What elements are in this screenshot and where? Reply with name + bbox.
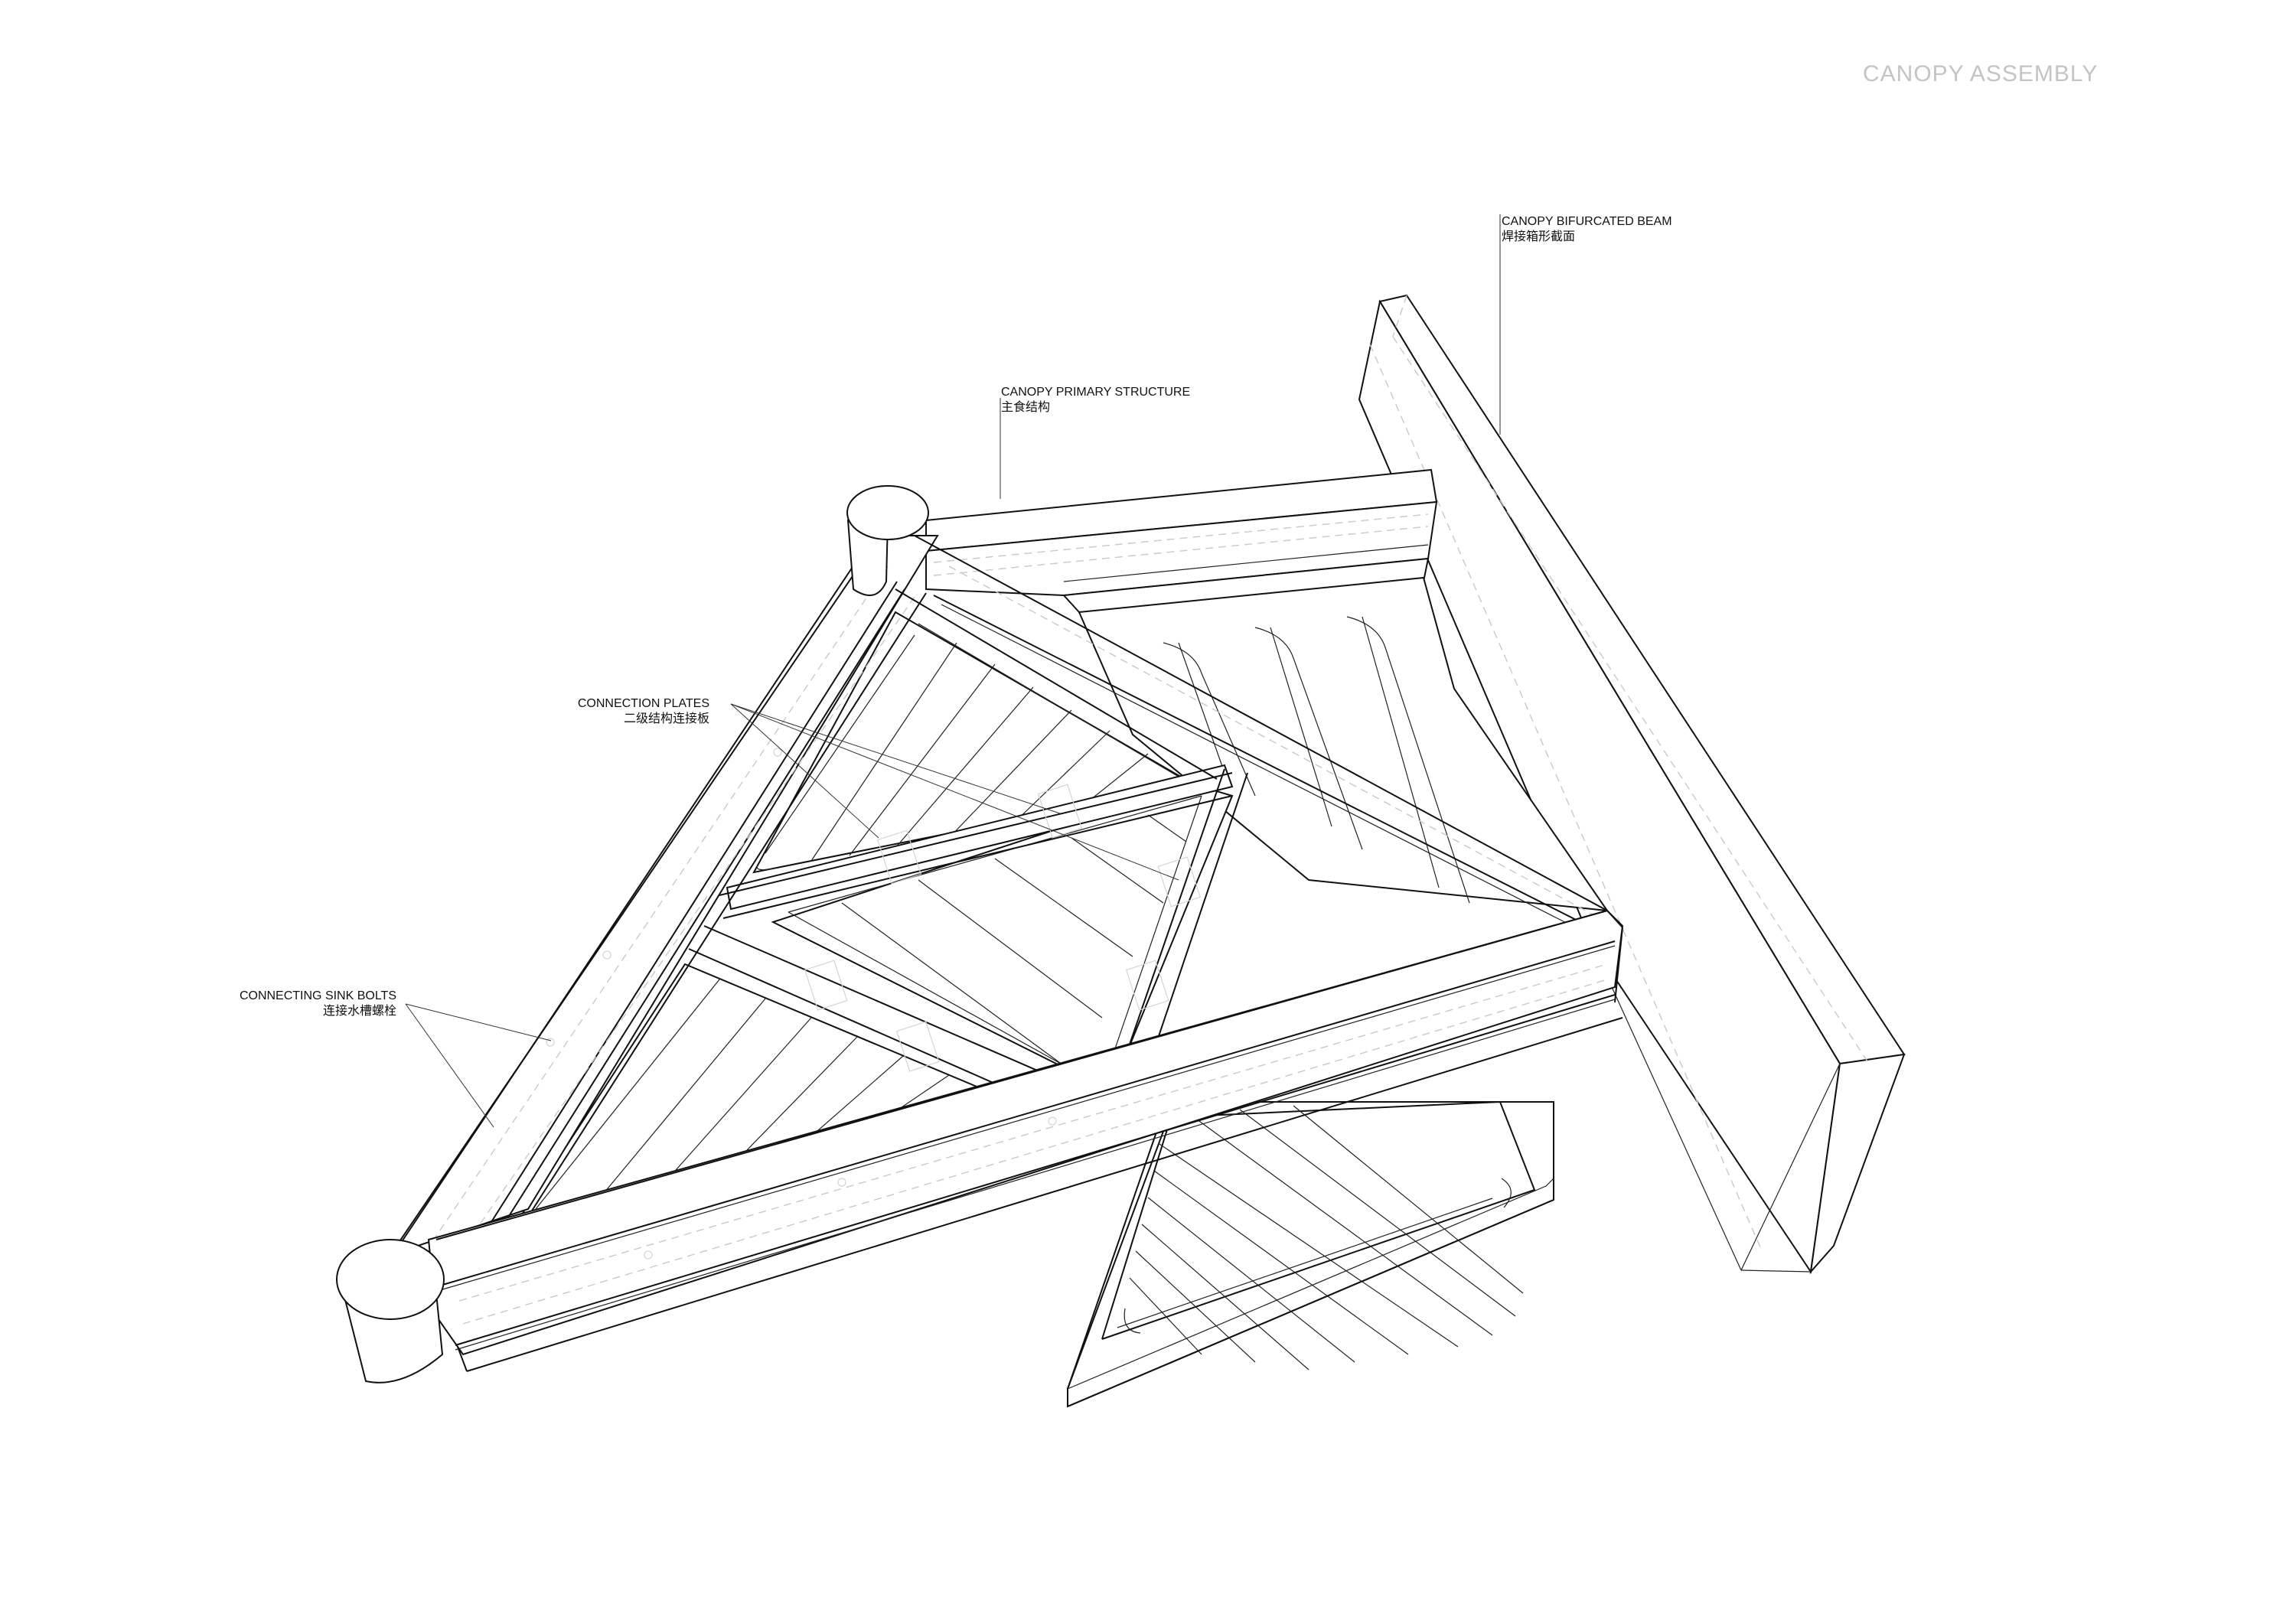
lower-triangle-frame bbox=[1067, 1100, 1554, 1408]
label-connection-plates-cn: 二级结构连接板 bbox=[623, 712, 709, 725]
primary-bottom-member bbox=[427, 909, 1624, 1372]
sheet-title: CANOPY ASSEMBLY bbox=[1863, 61, 2099, 86]
label-bifurcated-beam-cn: 焊接箱形截面 bbox=[1502, 230, 1576, 243]
label-primary-structure-en: CANOPY PRIMARY STRUCTURE bbox=[1001, 386, 1191, 399]
bifurcated-beam bbox=[1358, 294, 1906, 1275]
label-primary-structure-cn: 主食结构 bbox=[1001, 401, 1051, 414]
label-bifurcated-beam: CANOPY BIFURCATED BEAM 焊接箱形截面 bbox=[1502, 214, 1672, 245]
label-primary-structure: CANOPY PRIMARY STRUCTURE 主食结构 bbox=[1001, 385, 1190, 416]
label-sink-bolts: CONNECTING SINK BOLTS 连接水槽螺栓 bbox=[223, 989, 396, 1019]
lower-sink-slats bbox=[1129, 1105, 1524, 1370]
label-sink-bolts-cn: 连接水槽螺栓 bbox=[322, 1005, 396, 1018]
sink-bolt-details bbox=[546, 748, 1057, 1260]
bottom-left-node-column bbox=[336, 1239, 445, 1383]
primary-right-member bbox=[895, 535, 1608, 933]
label-connection-plates: CONNECTION PLATES 二级结构连接板 bbox=[563, 696, 709, 727]
connection-plate-details bbox=[804, 784, 1202, 1072]
label-bifurcated-beam-en: CANOPY BIFURCATED BEAM bbox=[1502, 215, 1672, 228]
primary-left-member bbox=[388, 535, 939, 1260]
top-node-column bbox=[846, 485, 929, 596]
leader-lines bbox=[405, 214, 1501, 1128]
label-connection-plates-en: CONNECTION PLATES bbox=[577, 697, 709, 710]
label-sink-bolts-en: CONNECTING SINK BOLTS bbox=[239, 989, 396, 1002]
